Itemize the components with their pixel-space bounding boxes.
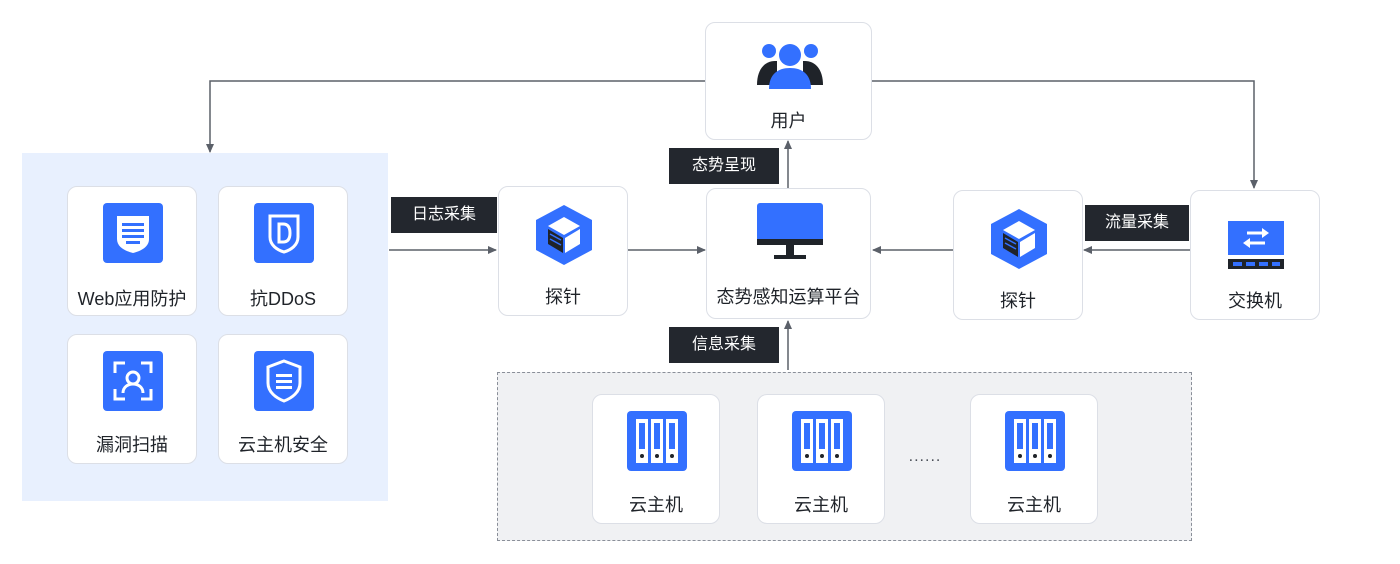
host-label: 云主机 bbox=[794, 495, 848, 515]
node-host-3: 云主机 bbox=[970, 394, 1098, 524]
cube-icon bbox=[536, 205, 592, 265]
node-probe-left: 探针 bbox=[498, 186, 628, 316]
cube-icon bbox=[991, 209, 1047, 269]
host-shield-icon bbox=[254, 351, 314, 411]
probe-left-label: 探针 bbox=[545, 287, 581, 307]
probe-right-label: 探针 bbox=[1000, 291, 1036, 311]
anti-ddos-label: 抗DDoS bbox=[249, 289, 316, 309]
server-icon bbox=[1005, 411, 1065, 471]
hosts-ellipsis: ...... bbox=[908, 448, 942, 465]
tag-traffic-collection: 流量采集 bbox=[1085, 205, 1189, 241]
edge-user-to-switch bbox=[872, 80, 1258, 189]
server-icon bbox=[792, 411, 852, 471]
platform-label: 态势感知运算平台 bbox=[716, 287, 861, 307]
node-user: 用户 bbox=[705, 22, 872, 140]
tile-host-security: 云主机安全 bbox=[218, 334, 348, 464]
switch-icon bbox=[1228, 221, 1284, 269]
user-label: 用户 bbox=[770, 111, 807, 131]
waf-label: Web应用防护 bbox=[77, 289, 187, 309]
waf-shield-icon bbox=[103, 203, 163, 263]
node-platform: 态势感知运算平台 bbox=[706, 188, 871, 319]
scan-icon bbox=[103, 351, 163, 411]
monitor-icon bbox=[757, 203, 823, 259]
switch-label: 交换机 bbox=[1228, 291, 1282, 311]
user-group-icon bbox=[757, 44, 823, 89]
vuln-scan-label: 漏洞扫描 bbox=[96, 435, 168, 455]
tile-vuln-scan: 漏洞扫描 bbox=[67, 334, 197, 464]
node-host-1: 云主机 bbox=[592, 394, 720, 524]
host-label: 云主机 bbox=[629, 495, 683, 515]
server-icon bbox=[627, 411, 687, 471]
tile-waf: Web应用防护 bbox=[67, 186, 197, 316]
host-label: 云主机 bbox=[1007, 495, 1061, 515]
tag-info-collection: 信息采集 bbox=[669, 327, 779, 363]
node-switch: 交换机 bbox=[1190, 190, 1320, 320]
tile-anti-ddos: 抗DDoS bbox=[218, 186, 348, 316]
ddos-shield-icon bbox=[254, 203, 314, 263]
node-probe-right: 探针 bbox=[953, 190, 1083, 320]
node-host-2: 云主机 bbox=[757, 394, 885, 524]
host-security-label: 云主机安全 bbox=[238, 435, 328, 455]
edge-user-to-security bbox=[206, 80, 705, 153]
tag-log-collection: 日志采集 bbox=[391, 197, 497, 233]
tag-situation-display: 态势呈现 bbox=[669, 148, 779, 184]
